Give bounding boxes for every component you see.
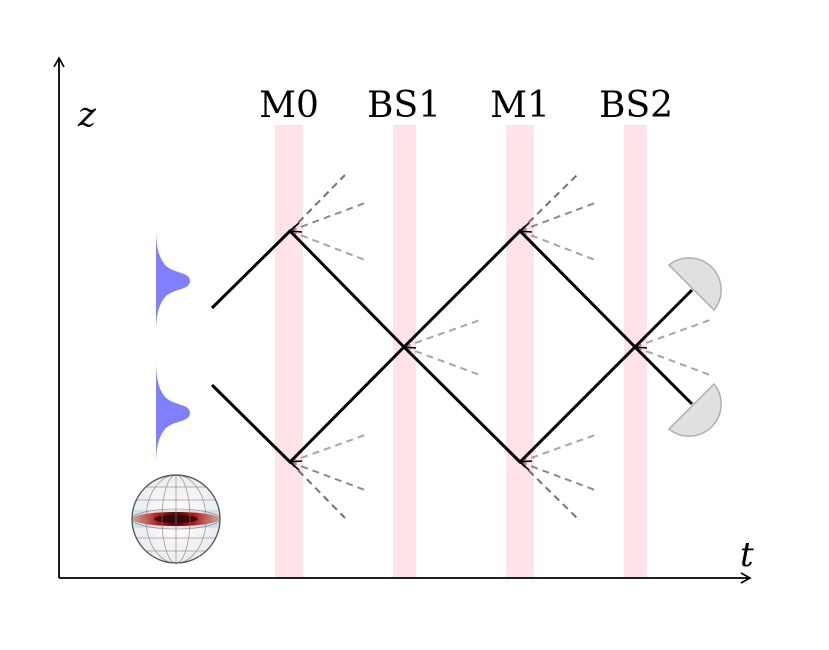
detector-upper (667, 257, 722, 312)
pulse-band-bs1 (393, 125, 416, 578)
sphere-texture (132, 475, 220, 563)
z-axis-label: z (77, 95, 97, 135)
wavepacket-upper (156, 228, 190, 334)
pulse-band-m0 (275, 125, 303, 578)
bloch-sphere (131, 474, 221, 564)
reflection-arrowheads (288, 222, 648, 471)
scatter-fans (289, 174, 711, 519)
wavepacket-lower (156, 360, 190, 466)
detectors (667, 257, 722, 437)
scatter-fan-bs2 (634, 319, 711, 376)
beam-path-upper-arm (210, 228, 694, 465)
arrowhead-bs1 (402, 338, 417, 349)
label-m1: M1 (490, 85, 550, 126)
wavepackets (156, 228, 190, 466)
scatter-fan-m1-top (519, 174, 596, 261)
scatter-fan-bs1 (403, 319, 481, 376)
pulse-band-bs2 (624, 125, 647, 578)
label-bs1: BS1 (367, 85, 441, 126)
pulse-band-m1 (506, 125, 534, 578)
axes: z t (53, 56, 754, 584)
arrowhead-m0-bottom (288, 460, 303, 471)
arrowhead-m1-bottom (518, 460, 533, 471)
label-m0: M0 (259, 85, 319, 126)
element-labels: M0 BS1 M1 BS2 (259, 85, 673, 126)
arrowhead-bs2 (633, 338, 648, 349)
scatter-fan-m0-bottom (289, 434, 366, 519)
detector-lower (667, 382, 722, 437)
label-bs2: BS2 (599, 85, 673, 126)
arrowhead-m0-top (288, 222, 303, 233)
pulse-bands (275, 125, 647, 578)
t-axis-label: t (740, 535, 754, 575)
beam-paths (210, 228, 694, 465)
scatter-fan-m0-top (289, 174, 366, 261)
scatter-fan-m1-bottom (519, 434, 596, 519)
beam-path-lower-arm (210, 228, 694, 465)
arrowhead-m1-top (518, 222, 533, 233)
